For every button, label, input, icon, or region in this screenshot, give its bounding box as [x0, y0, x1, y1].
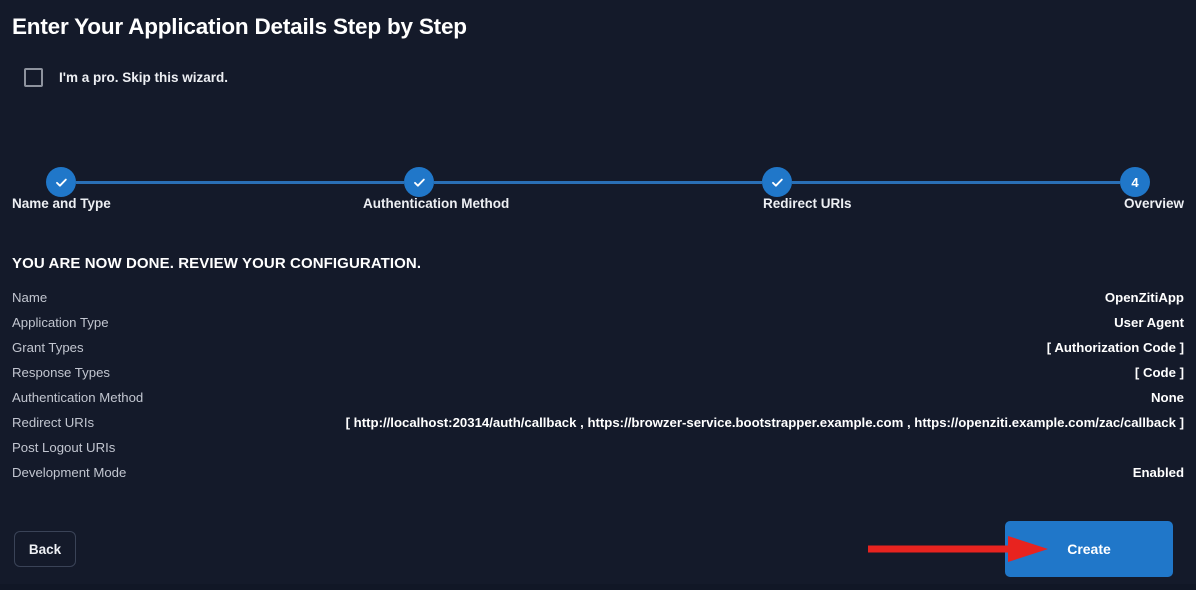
summary-row-post-logout-uris: Post Logout URIs [12, 440, 1184, 465]
configuration-summary: Name OpenZitiApp Application Type User A… [12, 290, 1184, 490]
summary-key: Redirect URIs [12, 415, 95, 430]
summary-value: [ Authorization Code ] [1046, 340, 1184, 355]
summary-key: Authentication Method [12, 390, 144, 405]
wizard-stepper: 4 Name and Type Authentication Method Re… [0, 152, 1196, 222]
summary-key: Development Mode [12, 465, 127, 480]
summary-row-grant-types: Grant Types [ Authorization Code ] [12, 340, 1184, 365]
summary-row-authentication-method: Authentication Method None [12, 390, 1184, 415]
check-icon [412, 175, 427, 190]
back-button[interactable]: Back [14, 531, 76, 567]
summary-key: Response Types [12, 365, 110, 380]
stepper-connector-2 [434, 180, 762, 184]
summary-value: [ Code ] [1134, 365, 1184, 380]
check-icon [770, 175, 785, 190]
step-label-overview: Overview [1123, 196, 1184, 211]
page-title: Enter Your Application Details Step by S… [12, 14, 467, 39]
stepper-track: 4 [46, 166, 1150, 198]
step-node-name-and-type[interactable] [46, 167, 76, 197]
step-label-redirect-uris: Redirect URIs [763, 196, 852, 211]
summary-value: None [1151, 390, 1184, 405]
summary-key: Name [12, 290, 48, 305]
summary-row-name: Name OpenZitiApp [12, 290, 1184, 315]
step-node-redirect-uris[interactable] [762, 167, 792, 197]
summary-row-application-type: Application Type User Agent [12, 315, 1184, 340]
skip-wizard-row: I'm a pro. Skip this wizard. [24, 68, 228, 87]
step-label-name-and-type: Name and Type [12, 196, 111, 211]
stepper-connector-1 [76, 180, 404, 184]
check-icon [54, 175, 69, 190]
summary-row-response-types: Response Types [ Code ] [12, 365, 1184, 390]
summary-value: Enabled [1132, 465, 1184, 480]
summary-key: Grant Types [12, 340, 84, 355]
step-node-overview[interactable]: 4 [1120, 167, 1150, 197]
review-heading: YOU ARE NOW DONE. REVIEW YOUR CONFIGURAT… [12, 255, 422, 272]
summary-value: User Agent [1114, 315, 1184, 330]
step-label-authentication-method: Authentication Method [363, 196, 510, 211]
summary-key: Application Type [12, 315, 109, 330]
summary-value: OpenZitiApp [1104, 290, 1184, 305]
stepper-labels: Name and Type Authentication Method Redi… [0, 196, 1196, 220]
step-node-authentication-method[interactable] [404, 167, 434, 197]
summary-row-development-mode: Development Mode Enabled [12, 465, 1184, 490]
skip-wizard-checkbox[interactable] [24, 68, 43, 87]
skip-wizard-label: I'm a pro. Skip this wizard. [59, 70, 228, 85]
summary-key: Post Logout URIs [12, 440, 116, 455]
summary-row-redirect-uris: Redirect URIs [ http://localhost:20314/a… [12, 415, 1184, 440]
stepper-connector-3 [792, 180, 1120, 184]
create-button[interactable]: Create [1005, 521, 1173, 577]
summary-value: [ http://localhost:20314/auth/callback ,… [345, 415, 1184, 430]
